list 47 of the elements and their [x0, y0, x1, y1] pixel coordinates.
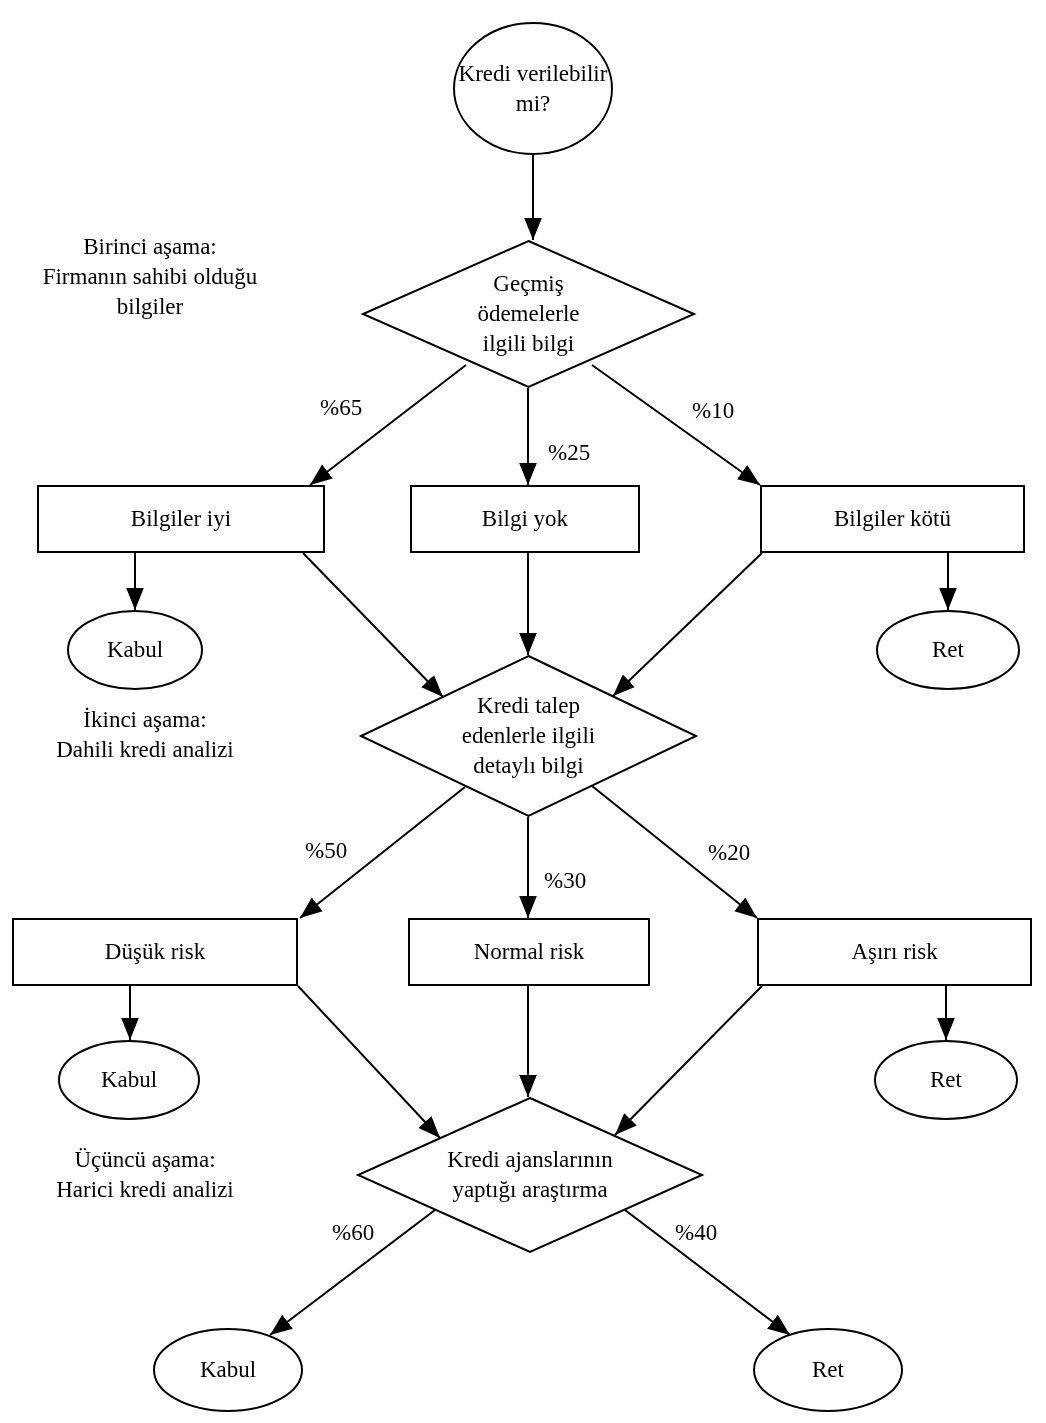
node-text: Ret: [932, 636, 964, 665]
process-box: [760, 485, 1025, 553]
arrow: [524, 154, 542, 241]
process-box: [757, 918, 1032, 986]
node-text: Kredi ajanslarının yaptığı araştırma: [446, 1146, 614, 1204]
stage-label: İkinci aşama:: [82, 706, 208, 734]
stage-label: Harici kredi analizi: [55, 1176, 235, 1204]
arrow: [297, 985, 441, 1139]
arrow: [269, 1209, 436, 1336]
stage-label: Dahili kredi analizi: [55, 736, 235, 764]
arrow: [614, 985, 763, 1136]
stage-label: Üçüncü aşama:: [73, 1146, 217, 1174]
node-text: Kabul: [199, 1356, 257, 1385]
node-text: Geçmiş ödemelerle ilgili bilgi: [476, 270, 581, 358]
node-text: Bilgiler iyi: [130, 505, 232, 534]
node-text: Ret: [812, 1356, 844, 1385]
node-text: Kredi verilebilir mi?: [458, 59, 608, 118]
node-text: Bilgi yok: [481, 505, 569, 534]
arrow: [519, 816, 537, 919]
arrow: [302, 552, 444, 698]
arrow: [519, 387, 537, 486]
node-text: Bilgiler kötü: [834, 505, 951, 534]
process-box: [408, 918, 650, 986]
arrow: [939, 552, 957, 611]
arrow: [126, 552, 144, 611]
node-text: Ret: [930, 1066, 962, 1095]
node-text: Kabul: [106, 636, 164, 665]
node-text: Kredi talep edenlerle ilgili detaylı bilgi: [460, 692, 597, 780]
process-box: [410, 485, 640, 553]
arrow: [591, 785, 758, 919]
arrow: [624, 1209, 791, 1336]
node-text: Aşırı risk: [851, 938, 938, 967]
node-text: Kabul: [100, 1066, 158, 1095]
arrow: [937, 985, 955, 1041]
stage-label: Firmanın sahibi olduğu bilgiler: [41, 263, 259, 321]
arrow: [309, 364, 467, 486]
process-box: [12, 918, 298, 986]
arrow: [612, 552, 763, 697]
node-text: Düşük risk: [104, 938, 206, 967]
arrow: [519, 552, 537, 656]
arrow: [299, 786, 466, 919]
arrow: [519, 985, 537, 1098]
arrow: [591, 364, 761, 486]
process-box: [37, 485, 325, 553]
arrow: [121, 985, 139, 1041]
stage-label: Birinci aşama:: [82, 233, 218, 261]
node-text: Normal risk: [473, 938, 585, 967]
